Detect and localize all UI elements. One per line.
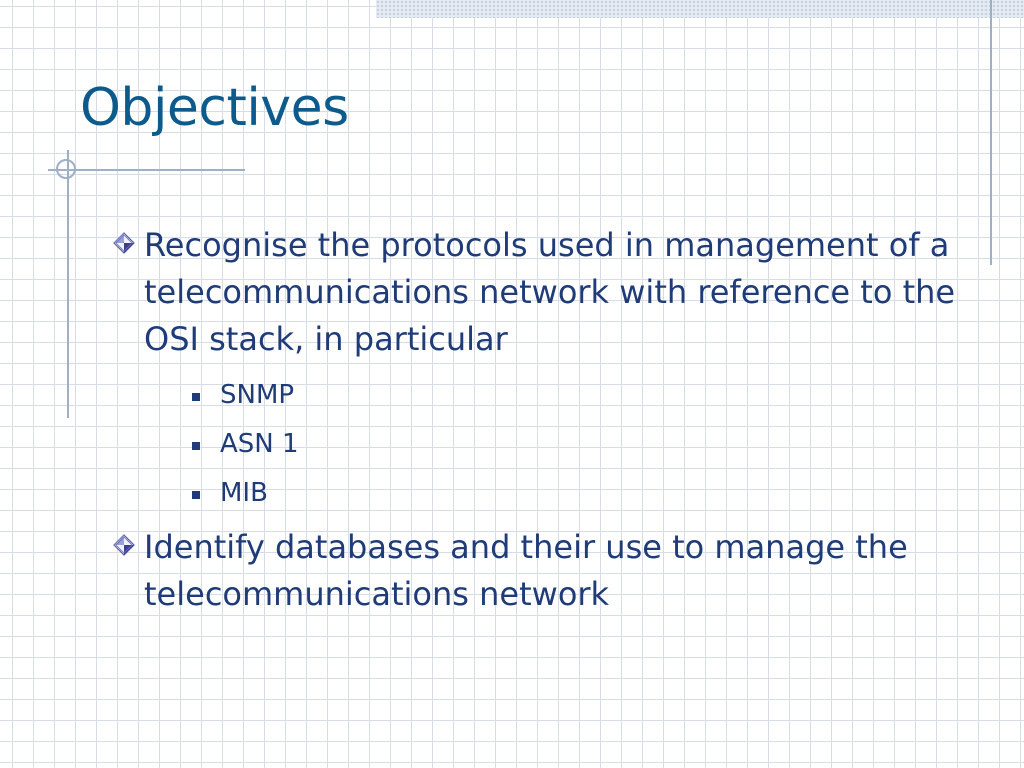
bullet-recognise-protocols: Recognise the protocols used in manageme… — [110, 222, 990, 518]
sub-bullet-mib: MIB — [144, 469, 990, 518]
decorative-crosshair-icon — [56, 159, 76, 179]
sub-bullet-asn1: ASN 1 — [144, 420, 990, 469]
decorative-title-rule — [48, 169, 245, 171]
sub-bullet-list: SNMP ASN 1 MIB — [144, 371, 990, 518]
square-bullet-icon — [192, 393, 200, 401]
bullet-text: Recognise the protocols used in manageme… — [144, 226, 956, 358]
decorative-left-rule — [67, 150, 69, 418]
bullet-identify-databases: Identify databases and their use to mana… — [110, 524, 990, 618]
slide-body: Recognise the protocols used in manageme… — [110, 222, 990, 618]
sub-bullet-text: ASN 1 — [220, 429, 299, 459]
sub-bullet-text: MIB — [220, 478, 268, 508]
decorative-top-band — [376, 0, 1024, 18]
decorative-right-rule — [990, 0, 992, 265]
diamond-bullet-icon — [113, 232, 135, 254]
sub-bullet-snmp: SNMP — [144, 371, 990, 420]
diamond-bullet-icon — [113, 534, 135, 556]
bullet-text: Identify databases and their use to mana… — [144, 528, 908, 613]
square-bullet-icon — [192, 442, 200, 450]
slide-title: Objectives — [80, 78, 349, 138]
sub-bullet-text: SNMP — [220, 380, 295, 410]
square-bullet-icon — [192, 491, 200, 499]
